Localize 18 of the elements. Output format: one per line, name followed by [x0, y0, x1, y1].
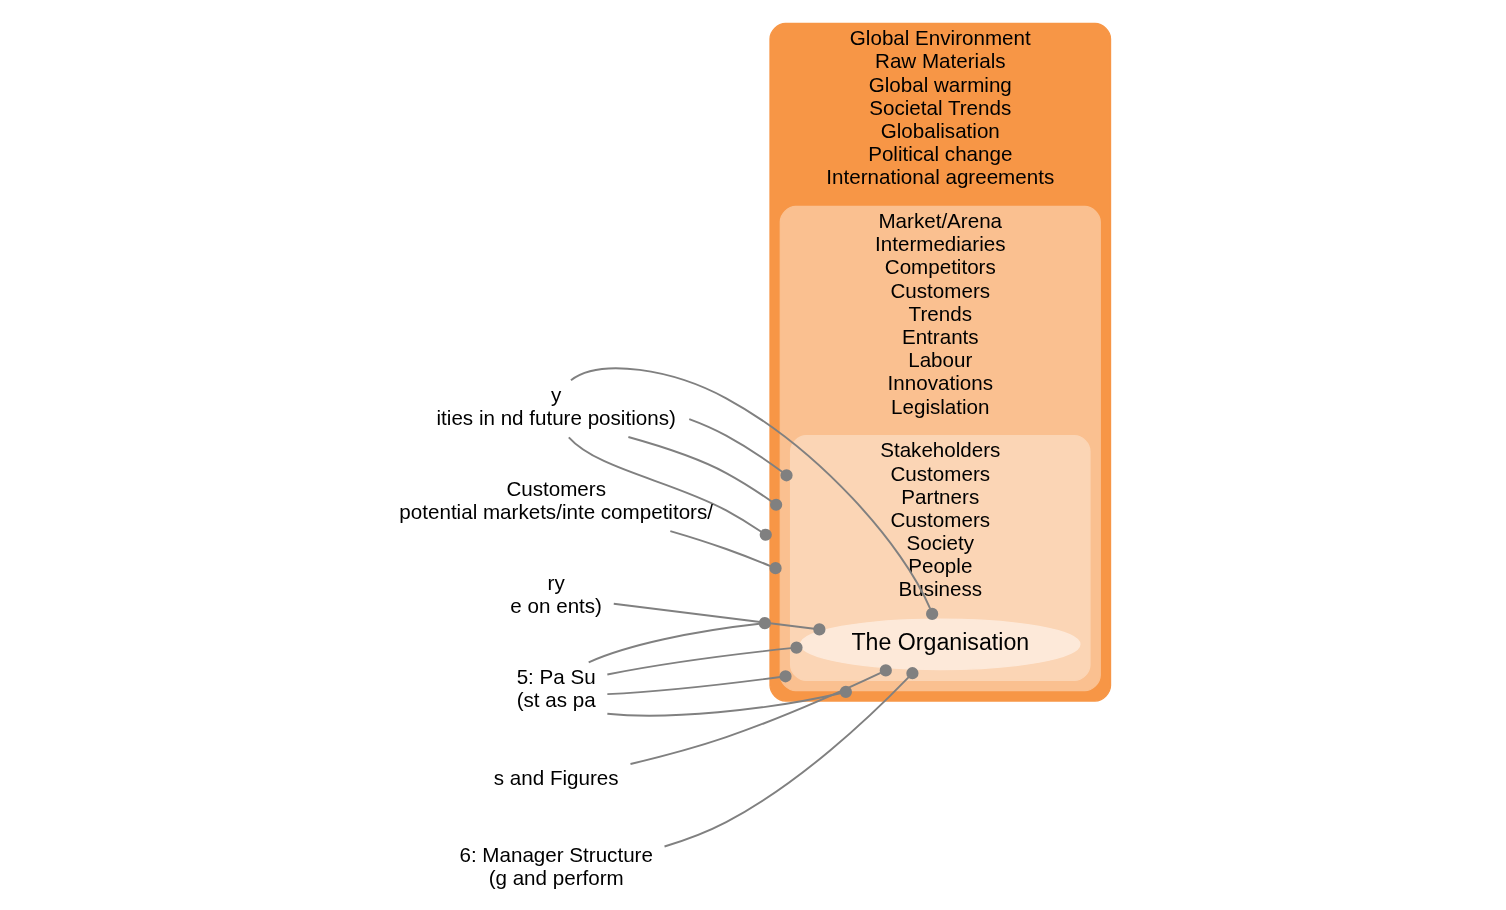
node-text: y ities in nd future positions): [436, 382, 676, 430]
connector: [629, 664, 892, 765]
connector: [626, 436, 782, 511]
connector: [605, 641, 803, 676]
node-ellipse: The Organisation: [799, 618, 1081, 671]
connector: [567, 436, 772, 541]
connector: [663, 667, 919, 848]
connector: [668, 530, 782, 575]
node-text: 6: Manager Structure (g and perform: [458, 842, 653, 889]
node-text: ry e on ents): [509, 570, 602, 618]
connector: [687, 418, 793, 482]
connector: [569, 367, 938, 620]
node-text: s and Figures: [493, 765, 619, 789]
node-text: Customers potential markets/inte competitors/: [398, 476, 713, 524]
connector: [612, 602, 825, 636]
node-text: 5: Pa Su (st as pa: [516, 665, 596, 712]
connector: [605, 670, 792, 696]
connector: [587, 617, 771, 664]
